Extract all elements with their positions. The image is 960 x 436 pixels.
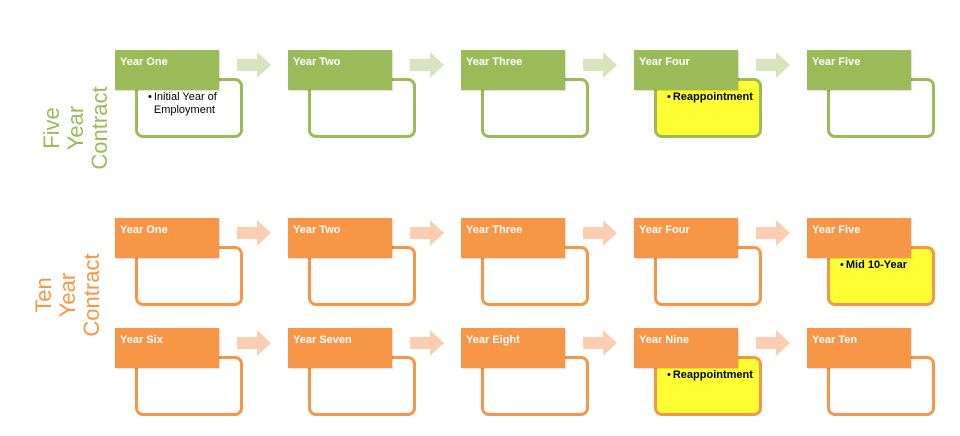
ten-year-row-2-step: Year Seven	[288, 328, 418, 420]
right-arrow-icon	[237, 330, 271, 356]
right-arrow-icon	[410, 220, 444, 246]
step-year-title: Year Six	[115, 328, 219, 368]
step-bullet: •Reappointment	[667, 369, 753, 382]
five-year-label-line: Five	[39, 107, 64, 149]
ten-year-row-1-step: Year One	[115, 218, 245, 310]
step-bullet-text: Mid 10-Year	[845, 259, 907, 271]
step-bullet-text: Reappointment	[672, 369, 753, 381]
step-bullet: •Initial Year of Employment	[148, 91, 234, 117]
right-arrow-icon	[756, 220, 790, 246]
ten-year-row-2-step: Year Eight	[461, 328, 591, 420]
ten-year-label-line: Contract	[79, 253, 104, 337]
right-arrow-icon	[410, 330, 444, 356]
step-year-title: Year Eight	[461, 328, 565, 368]
bullet-icon: •	[667, 369, 671, 381]
bullet-icon: •	[148, 91, 152, 103]
ten-year-row-2-step: Year Six	[115, 328, 245, 420]
right-arrow-icon	[756, 330, 790, 356]
step-bullet-text: Initial Year of Employment	[153, 91, 217, 116]
step-year-title: Year One	[115, 218, 219, 258]
step-bullet: •Mid 10-Year	[840, 259, 926, 272]
ten-year-row-2-step: Year Ten	[807, 328, 937, 420]
ten-year-label-line: Ten	[31, 277, 56, 313]
right-arrow-icon	[237, 52, 271, 78]
step-year-title: Year Five	[807, 50, 911, 90]
step-year-title: Year Nine	[634, 328, 738, 368]
five-year-label-line: Contract	[87, 86, 112, 170]
step-year-title: Year Five	[807, 218, 911, 258]
step-year-title: Year Four	[634, 50, 738, 90]
right-arrow-icon	[583, 220, 617, 246]
step-year-title: Year Three	[461, 218, 565, 258]
five-year-row-step: Year Five	[807, 50, 937, 142]
right-arrow-icon	[237, 220, 271, 246]
step-year-title: Year Three	[461, 50, 565, 90]
ten-year-row-1-step: Year Four	[634, 218, 764, 310]
right-arrow-icon	[756, 52, 790, 78]
bullet-icon: •	[840, 259, 844, 271]
bullet-icon: •	[667, 91, 671, 103]
step-year-title: Year Four	[634, 218, 738, 258]
step-year-title: Year Two	[288, 218, 392, 258]
right-arrow-icon	[583, 330, 617, 356]
ten-year-row-1-step: Year Two	[288, 218, 418, 310]
five-year-row-step: Year Two	[288, 50, 418, 142]
five-year-row-step: Year Three	[461, 50, 591, 142]
step-year-title: Year Two	[288, 50, 392, 90]
five-year-label-line: Year	[63, 105, 88, 151]
ten-year-row-1-step: Year Three	[461, 218, 591, 310]
right-arrow-icon	[410, 52, 444, 78]
step-year-title: Year Ten	[807, 328, 911, 368]
right-arrow-icon	[583, 52, 617, 78]
five-year-contract-label: Five Year Contract	[39, 68, 112, 188]
step-bullet: •Reappointment	[667, 91, 753, 104]
ten-year-label-line: Year	[55, 272, 80, 318]
step-year-title: Year One	[115, 50, 219, 90]
ten-year-contract-label: Ten Year Contract	[31, 231, 104, 359]
step-year-title: Year Seven	[288, 328, 392, 368]
step-bullet-text: Reappointment	[672, 91, 753, 103]
